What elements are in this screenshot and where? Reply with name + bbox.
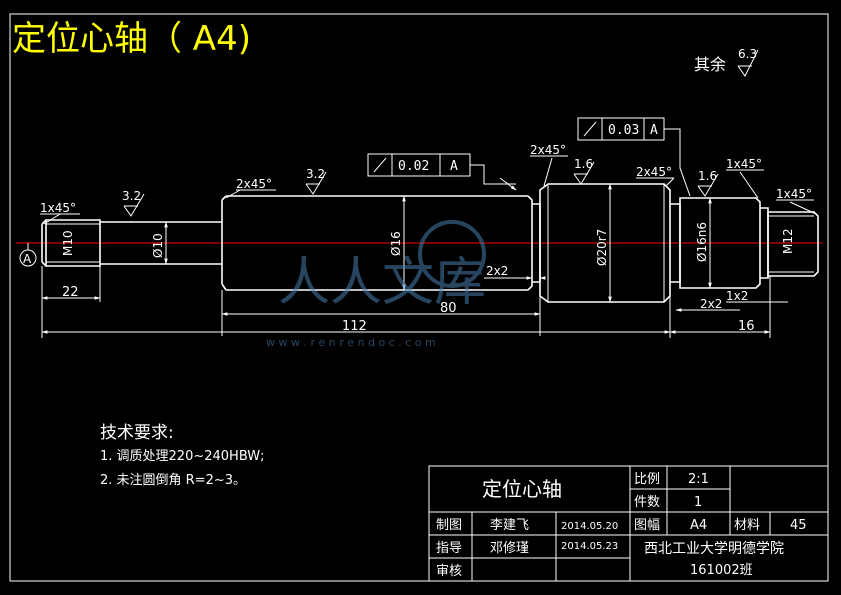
tb-material-value: 45 xyxy=(790,518,807,533)
tb-school: 西北工业大学明德学院 xyxy=(644,541,784,557)
requirement-2: 2. 未注圆倒角 R=2~3。 xyxy=(100,473,246,488)
tb-class-no: 161002班 xyxy=(690,563,753,578)
svg-text:A: A xyxy=(650,123,658,138)
requirements-title: 技术要求: xyxy=(100,423,174,443)
tb-scale-label: 比例 xyxy=(634,472,660,487)
tolerance-frame-runout-1: 0.02 A xyxy=(367,153,517,191)
roughness-mark-1: 3.2 xyxy=(122,189,145,217)
dia-m12: M12 xyxy=(781,228,795,254)
dia-m10: M10 xyxy=(61,230,75,256)
svg-text:0.03: 0.03 xyxy=(608,123,639,138)
tb-part-name: 定位心轴 xyxy=(482,477,562,501)
surface-default-label: 其余 xyxy=(694,55,726,74)
tb-review-label: 审核 xyxy=(436,564,462,579)
tb-sheet-value: A4 xyxy=(690,518,707,533)
tb-drawn-date: 2014.05.20 xyxy=(561,521,618,532)
svg-text:3.2: 3.2 xyxy=(122,189,141,203)
svg-text:A: A xyxy=(450,159,458,174)
tb-drawn-name: 李建飞 xyxy=(490,518,529,533)
watermark: 人人文库 w w w . r e n r e n d o c . c o m xyxy=(266,220,486,349)
datum-a: A xyxy=(19,243,37,267)
roughness-mark-4: 1.6 xyxy=(697,169,719,197)
tb-sheet-label: 图幅 xyxy=(634,518,660,533)
watermark-brand: 人人文库 xyxy=(278,253,486,313)
dim-groove-1: 2x2 xyxy=(486,264,508,278)
chamfer-2x45-a: 2x45° xyxy=(236,177,272,191)
svg-text:3.2: 3.2 xyxy=(306,167,325,181)
roughness-mark-3: 1.6 xyxy=(573,157,595,185)
tolerance-frame-runout-2: 0.03 A xyxy=(577,117,691,197)
dim-112: 112 xyxy=(342,319,367,334)
dimension-lines: 22 80 112 16 2x2 2x2 1x2 xyxy=(41,264,788,338)
svg-text:1.6: 1.6 xyxy=(574,157,593,171)
drawing-border xyxy=(9,13,829,582)
dim-16: 16 xyxy=(738,319,755,334)
tb-checked-date: 2014.05.23 xyxy=(561,541,618,552)
watermark-url: w w w . r e n r e n d o c . c o m xyxy=(266,336,436,349)
chamfer-1x45-end: 1x45° xyxy=(776,187,812,201)
chamfer-2x45-c: 2x45° xyxy=(636,165,672,179)
title-block: 定位心轴 比例 2:1 件数 1 制图 李建飞 2014.05.20 图幅 A4… xyxy=(428,465,829,582)
surface-default-value: 6.3 xyxy=(738,47,757,61)
roughness-mark-2: 3.2 xyxy=(305,167,327,195)
tb-scale-value: 2:1 xyxy=(688,472,709,487)
svg-text:0.02: 0.02 xyxy=(398,159,429,174)
drawing-title: 定位心轴（ A4) xyxy=(12,19,251,59)
tb-checked-name: 邓修瑾 xyxy=(490,541,529,556)
dim-80: 80 xyxy=(440,301,457,316)
tb-qty-value: 1 xyxy=(694,495,702,510)
dim-groove-2: 2x2 xyxy=(700,297,722,311)
dia-16: Ø16 xyxy=(389,231,403,256)
chamfer-2x45-b: 2x45° xyxy=(530,143,566,157)
dim-groove-3: 1x2 xyxy=(726,289,748,303)
dia-16n6: Ø16n6 xyxy=(695,222,709,262)
tb-checked-label: 指导 xyxy=(436,541,462,556)
dia-20r7: Ø20r7 xyxy=(595,229,609,266)
requirement-1: 1. 调质处理220~240HBW; xyxy=(100,449,265,464)
tb-qty-label: 件数 xyxy=(634,495,660,510)
shaft-outline xyxy=(41,183,819,303)
tb-material-label: 材料 xyxy=(734,518,760,533)
svg-text:1.6: 1.6 xyxy=(698,169,717,183)
tb-drawn-label: 制图 xyxy=(436,518,462,533)
surface-default-roughness: 其余 6.3 xyxy=(694,47,759,77)
chamfer-1x45-right: 1x45° xyxy=(726,157,762,171)
datum-a-label: A xyxy=(23,252,32,266)
dim-22: 22 xyxy=(62,285,79,300)
dia-10: Ø10 xyxy=(151,233,165,258)
chamfer-left: 1x45° xyxy=(40,201,76,215)
